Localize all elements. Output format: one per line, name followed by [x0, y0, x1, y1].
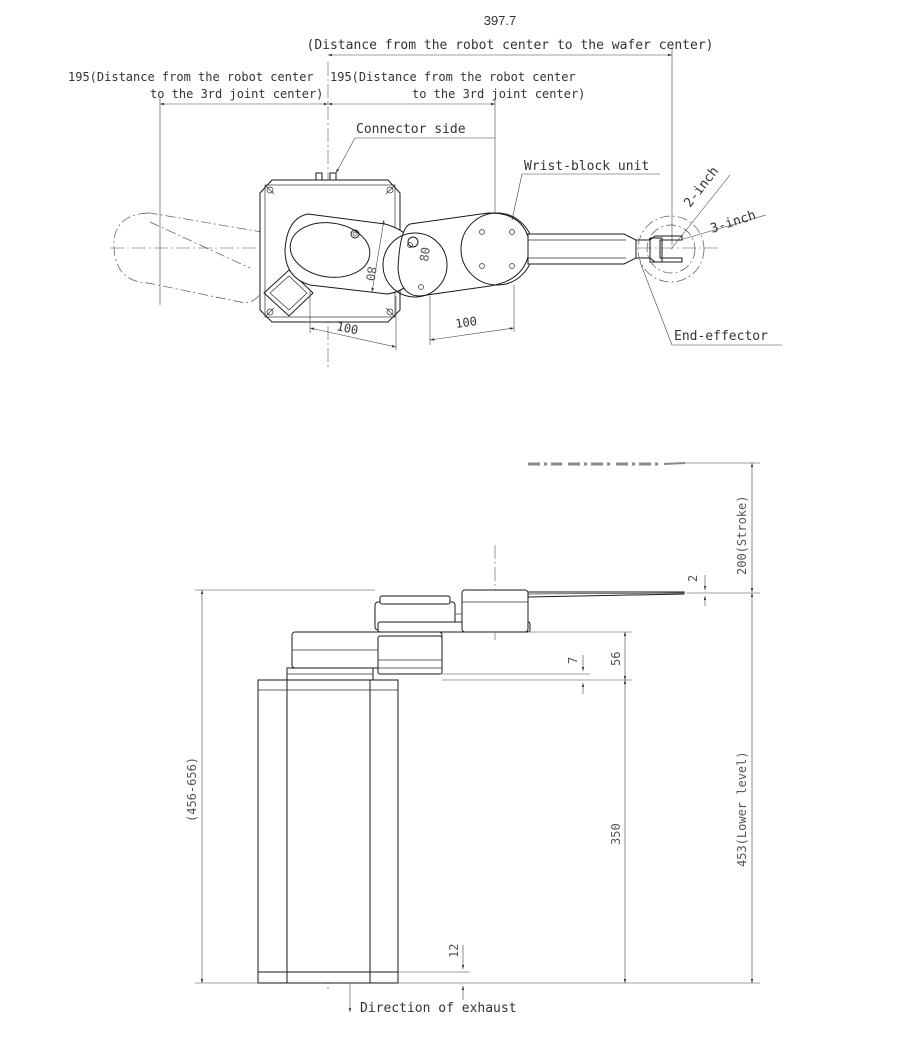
second-arm-side	[374, 589, 531, 633]
inch3-label: 3-inch	[709, 208, 758, 237]
end-effector-callout: End-effector	[639, 261, 782, 346]
dim-350-label: 350	[609, 823, 623, 845]
dim-56: 56	[442, 631, 632, 681]
connector-side-callout: Connector side	[335, 122, 495, 174]
right-reach-line2: to the 3rd joint center)	[412, 87, 585, 101]
side-view: 200(Stroke) 2 56 7 350	[185, 462, 760, 1016]
first-arm	[284, 213, 419, 295]
dim-2: 2	[686, 575, 760, 606]
effector-blade-side	[527, 591, 685, 598]
column-cap	[286, 667, 374, 681]
exhaust-label: Direction of exhaust	[360, 1001, 517, 1016]
dim-12: 12	[398, 944, 470, 1000]
left-reach-line2: to the 3rd joint center)	[150, 87, 323, 101]
wafer-size-callouts: 2-inch 3-inch	[670, 164, 767, 250]
connector-side-label: Connector side	[356, 122, 466, 137]
dim-80-a: 80	[363, 266, 379, 282]
left-reach-line1: 195(Distance from the robot center	[68, 70, 314, 84]
dim-100: 100 100	[309, 285, 515, 350]
first-arm-side	[291, 631, 443, 675]
overall-reach-label: (Distance from the robot center to the w…	[307, 38, 714, 53]
stroke-label: 200(Stroke)	[735, 496, 749, 575]
dim-stroke: 200(Stroke)	[685, 462, 760, 592]
dim-overall-reach: 397.7 (Distance from the robot center to…	[307, 13, 714, 245]
height-range-label: (456-656)	[185, 757, 199, 822]
dim-100-b: 100	[454, 314, 477, 331]
overall-reach-value: 397.7	[484, 13, 517, 28]
dim-left-reach: 195(Distance from the robot center to th…	[68, 70, 328, 305]
top-view: 397.7 (Distance from the robot center to…	[68, 13, 782, 368]
dim-7-label: 7	[566, 657, 580, 664]
inch2-label: 2-inch	[681, 164, 722, 210]
dim-100-a: 100	[335, 319, 359, 337]
wrist-block-label: Wrist-block unit	[524, 159, 649, 174]
dim-2-label: 2	[686, 575, 700, 582]
exhaust-callout: Direction of exhaust	[348, 983, 517, 1016]
dim-80-b: 80	[417, 246, 433, 262]
ghost-arm-position	[113, 212, 263, 304]
dim-height-range: (456-656)	[185, 589, 375, 984]
right-reach-line1: 195(Distance from the robot center	[330, 70, 576, 84]
dim-lower-level: 453(Lower level)	[632, 593, 760, 984]
base-column	[257, 679, 399, 984]
dim-350: 350	[398, 680, 632, 984]
dim-56-label: 56	[609, 652, 623, 666]
wrist-block-callout: Wrist-block unit	[511, 159, 660, 221]
second-arm	[382, 212, 534, 298]
lower-level-label: 453(Lower level)	[735, 751, 749, 867]
dim-7: 7	[442, 655, 590, 694]
wrist-block-and-effector	[527, 215, 705, 283]
stroke-top-ghost	[528, 462, 686, 466]
end-effector-label: End-effector	[674, 329, 768, 344]
dim-12-label: 12	[447, 944, 461, 958]
dim-80: 80 80	[363, 219, 433, 293]
